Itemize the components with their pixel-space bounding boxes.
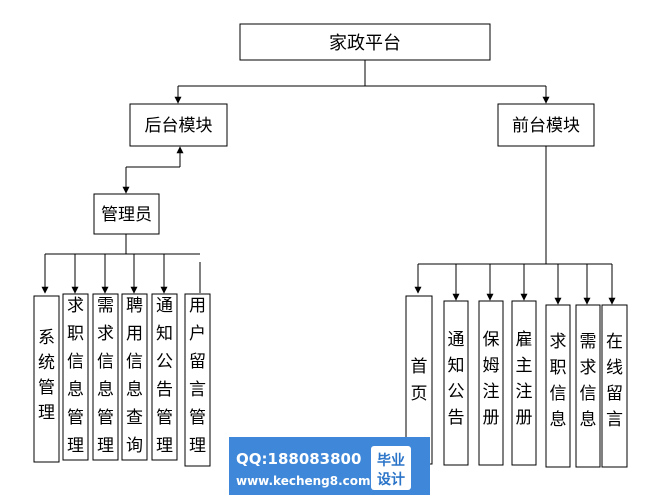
user-message-management-label-char: 管 <box>189 408 206 428</box>
job-seeking-info-label-char: 息 <box>550 410 567 430</box>
job-seeking-info-management-label-char: 职 <box>67 324 84 344</box>
frontend-children-connectors <box>414 146 616 305</box>
job-seeking-info-label-char: 求 <box>550 332 567 352</box>
user-message-management-label-char: 用 <box>189 296 206 316</box>
nanny-registration-label-char: 姆 <box>483 356 500 376</box>
demand-info-management-label-char: 需 <box>97 296 114 316</box>
demand-info-management-label-char: 理 <box>97 436 114 456</box>
job-seeking-info-management-label-char: 管 <box>67 408 84 428</box>
notice-management-label-char: 公 <box>156 352 173 372</box>
user-message-management-label-char: 言 <box>189 380 206 400</box>
demand-info-management-label-char: 管 <box>97 408 114 428</box>
user-message-management-label-char: 理 <box>189 436 206 456</box>
watermark-qq: QQ:188083800 <box>236 450 361 468</box>
home-node: 首页 <box>405 295 433 465</box>
demand-info-label-char: 需 <box>580 332 597 352</box>
online-message-label-char: 在 <box>606 332 623 352</box>
system-management-label-char: 管 <box>38 378 55 398</box>
job-seeking-info-management-label-char: 息 <box>67 380 84 400</box>
demand-info-management-label-char: 信 <box>97 352 114 372</box>
system-management-label-char: 理 <box>38 403 55 423</box>
online-message-label-char: 线 <box>606 358 623 378</box>
notice-management-label-char: 管 <box>156 408 173 428</box>
hiring-info-query-label-char: 询 <box>126 436 143 456</box>
user-message-management-label-char: 户 <box>189 324 206 344</box>
root-label: 家政平台 <box>329 33 401 54</box>
system-management-label-char: 系 <box>38 328 55 348</box>
user-message-management-label-char: 留 <box>189 352 206 372</box>
demand-info-label-char: 息 <box>580 410 597 430</box>
online-message-label-char: 留 <box>606 384 623 404</box>
job-seeking-info-management-label-char: 求 <box>67 296 84 316</box>
home-label-char: 首 <box>411 357 428 377</box>
notice-management-label-char: 告 <box>156 380 173 400</box>
admin-label: 管理员 <box>101 205 152 225</box>
demand-info-label-char: 求 <box>580 358 597 378</box>
watermark-url: www.kecheng8.com <box>236 474 371 488</box>
demand-info-management-label-char: 求 <box>97 324 114 344</box>
frontend-module-node: 前台模块 <box>497 103 595 147</box>
admin-children-connectors <box>41 234 201 294</box>
employer-registration-label-char: 注 <box>516 382 533 402</box>
job-seeking-info-label-char: 信 <box>550 384 567 404</box>
hiring-info-query-label-char: 息 <box>126 380 143 400</box>
frontend-module-label: 前台模块 <box>512 116 580 136</box>
watermark-badge-line1: 毕业 <box>377 452 405 469</box>
notices-label-char: 告 <box>448 408 465 428</box>
demand-info-management-label-char: 息 <box>97 380 114 400</box>
notice-management-label-char: 通 <box>156 296 173 316</box>
root-node: 家政平台 <box>239 23 491 61</box>
nanny-registration-label-char: 注 <box>483 382 500 402</box>
nanny-registration-label-char: 册 <box>483 408 500 428</box>
employer-registration-label-char: 册 <box>516 408 533 428</box>
admin-node: 管理员 <box>93 193 160 235</box>
job-seeking-info-management-label-char: 信 <box>67 352 84 372</box>
backend-admin-connector <box>122 146 184 194</box>
online-message-label-char: 言 <box>606 410 623 430</box>
watermark-badge-line2: 设计 <box>377 471 405 488</box>
hiring-info-query-label-char: 信 <box>126 352 143 372</box>
hiring-info-query-label-char: 查 <box>126 408 143 428</box>
home-label-char: 页 <box>411 384 428 404</box>
notices-label-char: 公 <box>448 382 465 402</box>
notice-management-label-char: 知 <box>156 324 173 344</box>
notices-label-char: 通 <box>448 330 465 350</box>
nanny-registration-label-char: 保 <box>483 330 500 350</box>
job-seeking-info-label-char: 职 <box>550 358 567 378</box>
job-seeking-info-management-label-char: 理 <box>67 436 84 456</box>
root-connectors <box>174 60 550 104</box>
system-management-label-char: 统 <box>38 353 55 373</box>
demand-info-label-char: 信 <box>580 384 597 404</box>
watermark: QQ:188083800 www.kecheng8.com 毕业 设计 <box>229 437 430 495</box>
hiring-info-query-label-char: 聘 <box>126 296 143 316</box>
notice-management-label-char: 理 <box>156 436 173 456</box>
notices-label-char: 知 <box>448 356 465 376</box>
hiring-info-query-label-char: 用 <box>126 324 143 344</box>
employer-registration-label-char: 雇 <box>516 330 533 350</box>
backend-module-node: 后台模块 <box>129 103 228 147</box>
backend-module-label: 后台模块 <box>145 116 213 136</box>
employer-registration-label-char: 主 <box>516 356 533 376</box>
